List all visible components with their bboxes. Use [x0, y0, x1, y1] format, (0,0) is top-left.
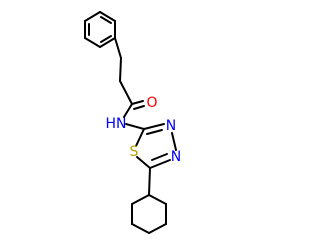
bond-phenyl-1 [84, 11, 101, 22]
bond-s1-c2 [135, 128, 145, 147]
cyclohexyl-ring [131, 167, 167, 234]
bond-n4-c5-double [151, 153, 168, 161]
bond-cyclohexyl-3 [131, 223, 150, 234]
bond-carbonyl-double-2 [133, 105, 145, 110]
bond-phenyl-double-3 [100, 16, 112, 24]
sulfur-atom-label: S [130, 144, 139, 160]
thiadiazole-ring [135, 123, 177, 169]
nh-atom-label: HN [106, 116, 127, 132]
bond-cyclohexyl-4 [148, 223, 167, 234]
bond-phenyl-double-2 [100, 35, 112, 43]
molecule-structure-diagram: O HN S N N [84, 11, 181, 234]
nitrogen-atom-label-n4: N [171, 149, 181, 165]
bond-phenyl-3 [84, 37, 101, 48]
bond-ch2-to-carbonyl [119, 80, 133, 105]
nitrogen-atom-label-n3: N [166, 118, 176, 134]
bond-c5-s1 [136, 156, 151, 169]
bond-phenyl-6 [99, 11, 116, 22]
bond-cyclohexyl-1 [131, 194, 150, 205]
bond-n4-c5 [149, 159, 171, 169]
phenyl-ring [84, 11, 116, 48]
bond-c2-n3-double [146, 129, 163, 135]
propanoyl-chain [114, 37, 145, 118]
bond-c2-n3 [143, 123, 165, 130]
bond-ch2-to-ch2 [119, 57, 122, 82]
bond-carbonyl-double-1 [131, 100, 144, 105]
bond-carbonyl-to-nh [123, 103, 133, 118]
bond-n3-n4 [171, 132, 177, 151]
bond-c5-to-cyclohexyl [148, 167, 151, 196]
oxygen-atom-label: O [146, 95, 157, 111]
bond-phenyl-4 [99, 37, 116, 48]
bond-phenyl-to-ch2 [114, 37, 122, 59]
bond-nh-to-ring [125, 123, 145, 130]
bond-cyclohexyl-6 [148, 194, 167, 205]
